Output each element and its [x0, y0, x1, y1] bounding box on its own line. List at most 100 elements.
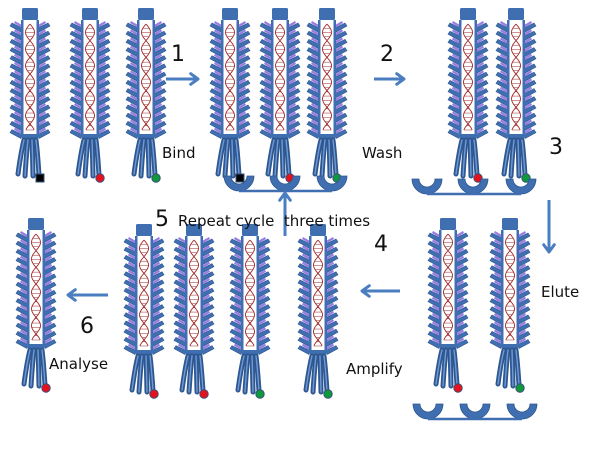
step-4-number: 4	[374, 232, 388, 257]
dna-helix-icon	[85, 23, 95, 131]
red-tag-icon	[453, 383, 463, 393]
bind-plate	[223, 175, 348, 193]
scaffold-cap	[460, 8, 476, 20]
scaffold-rail-left	[135, 236, 138, 350]
black-tag-icon	[35, 173, 45, 183]
tail-strands	[235, 353, 262, 395]
dna-channel	[223, 20, 237, 134]
scaffold-cap	[440, 218, 456, 230]
dna-helix-icon	[511, 23, 521, 131]
well	[223, 175, 255, 192]
scaffold-cap	[502, 218, 518, 230]
dna-channel	[441, 230, 455, 344]
tail-strands	[21, 347, 48, 389]
step-5-number: 5	[155, 207, 169, 232]
scaffold-fins	[297, 237, 339, 356]
scaffold-rail-left	[507, 20, 510, 134]
step-1-label-bind: Bind	[162, 144, 196, 162]
dna-helix-icon	[225, 23, 235, 131]
scaffold-fins	[123, 237, 165, 356]
scaffold-cap	[222, 8, 238, 20]
tail-strands	[433, 347, 460, 389]
scaffold-fins	[259, 21, 301, 140]
molecule	[123, 224, 165, 399]
tail-strands	[501, 137, 528, 179]
dna-channel	[461, 20, 475, 134]
molecule	[495, 8, 537, 183]
molecule	[297, 224, 339, 399]
step-4-label-amplify: Amplify	[346, 360, 403, 378]
tail-strands	[215, 137, 242, 179]
step-2-label-wash: Wash	[362, 144, 403, 162]
scaffold-fins	[495, 21, 537, 140]
dna-channel	[320, 20, 334, 134]
step-3-label-elute: Elute	[541, 283, 580, 301]
molecule	[173, 224, 215, 399]
scaffold-cap	[310, 224, 326, 236]
dna-helix-icon	[322, 23, 332, 131]
scaffold-rail-left	[309, 236, 312, 350]
scaffold-fins	[427, 231, 469, 350]
dna-channel	[509, 20, 523, 134]
dna-helix-icon	[275, 23, 285, 131]
dna-channel	[83, 20, 97, 134]
scaffold-rail-left	[185, 236, 188, 350]
scaffold-rail-right	[42, 230, 45, 344]
well	[459, 403, 491, 420]
arrow-step-6-left-icon	[66, 288, 108, 302]
well	[457, 178, 489, 195]
scaffold-rail-right	[324, 236, 327, 350]
arrow-step-3-down-icon	[542, 200, 556, 254]
tail-strands	[453, 137, 480, 179]
scaffold-cap	[82, 8, 98, 20]
green-tag-icon	[151, 173, 161, 183]
scaffold-fins	[173, 237, 215, 356]
tail-strands	[312, 137, 339, 179]
well	[269, 175, 301, 192]
scaffold-rail-right	[256, 236, 259, 350]
scaffold-rail-right	[516, 230, 519, 344]
scaffold-rail-right	[454, 230, 457, 344]
scaffold-rail-right	[474, 20, 477, 134]
scaffold-rail-left	[27, 230, 30, 344]
molecule	[427, 218, 469, 393]
step-1-number: 1	[171, 42, 185, 67]
red-tag-icon	[199, 389, 209, 399]
step-2-number: 2	[380, 42, 394, 67]
step-5-label-repeat: Repeat cycle three times	[178, 212, 371, 230]
molecule	[209, 8, 251, 183]
tail-strands	[129, 353, 156, 395]
tail-strands	[265, 137, 292, 179]
dna-helix-icon	[505, 233, 515, 341]
scaffold-fins	[15, 231, 57, 350]
scaffold-rail-right	[522, 20, 525, 134]
scaffold-fins	[306, 21, 348, 140]
arrow-step-4-left-icon	[360, 284, 400, 298]
scaffold-rail-right	[236, 20, 239, 134]
scaffold-cap	[186, 224, 202, 236]
scaffold-rail-left	[137, 20, 140, 134]
scaffold-cap	[242, 224, 258, 236]
green-tag-icon	[521, 173, 531, 183]
well	[412, 403, 444, 420]
molecule	[9, 8, 51, 183]
molecule	[229, 224, 271, 399]
wash-plate	[411, 178, 537, 196]
green-tag-icon	[515, 383, 525, 393]
molecule	[15, 218, 57, 393]
dna-helix-icon	[245, 239, 255, 347]
scaffold-cap	[22, 8, 38, 20]
tail-strands	[303, 353, 330, 395]
arrow-step-1-icon	[166, 72, 200, 86]
dna-channel	[139, 20, 153, 134]
scaffold-rail-right	[200, 236, 203, 350]
dna-helix-icon	[31, 233, 41, 341]
scaffold-rail-left	[241, 236, 244, 350]
dna-helix-icon	[139, 239, 149, 347]
scaffold-fins	[447, 21, 489, 140]
scaffold-rail-right	[286, 20, 289, 134]
dna-helix-icon	[189, 239, 199, 347]
well	[505, 178, 537, 195]
dna-channel	[187, 236, 201, 350]
scaffold-rail-left	[459, 20, 462, 134]
